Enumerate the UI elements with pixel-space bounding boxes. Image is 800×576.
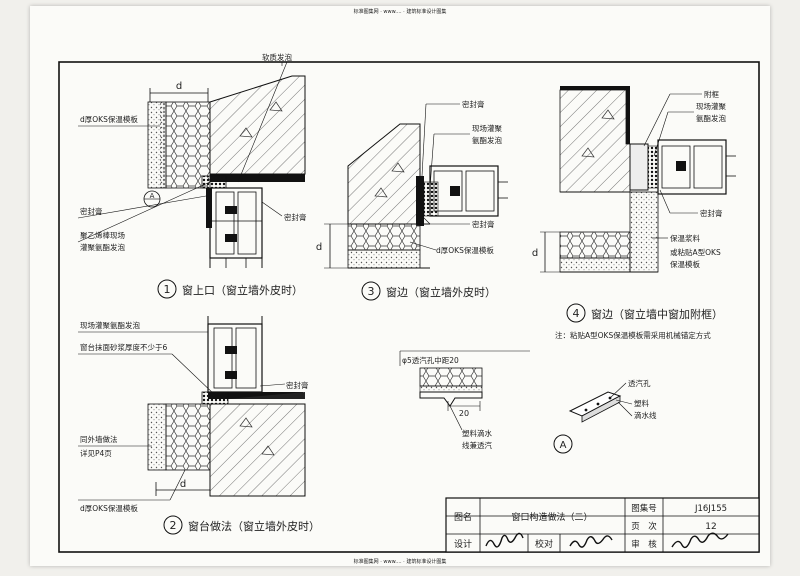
checker-signature: [569, 535, 613, 548]
detail-a-width: 20: [459, 409, 469, 418]
sheet-border: [58, 61, 760, 553]
d3-label-site-foam-1: 现场灌聚: [472, 123, 502, 133]
d1-detail-a-ref: A: [150, 192, 155, 200]
tb-atlas-no: J16J155: [694, 504, 727, 514]
tb-page-no: 12: [705, 522, 716, 532]
drawing-sheet: 标准图集网 · www.... · 建筑标准设计图集 标准图集网 · www..…: [30, 6, 770, 566]
d3-number-circle: [361, 281, 381, 301]
title-block: 图名 窗口构造做法（二） 图集号 J16J155 页 次 12 设计 校对 审 …: [445, 497, 760, 553]
d4-label-or-paste-1: 或粘贴A型OKS: [670, 247, 721, 257]
d3-label-insulation-board: d厚OKS保温模板: [436, 245, 494, 255]
designer-signature: [485, 532, 524, 548]
d1-label-sealant-right: 密封膏: [284, 212, 307, 222]
d1-dim-d: d: [176, 81, 182, 92]
construction-drawing: 标准图集网 · www.... · 建筑标准设计图集 标准图集网 · www..…: [58, 8, 760, 565]
d4-title: 窗边（窗立墙中窗加附框）: [591, 307, 723, 321]
tb-check-label: 校对: [535, 538, 553, 550]
d2-number: 2: [170, 519, 177, 532]
tb-review-label: 审 核: [631, 539, 657, 550]
d4-number: 4: [573, 307, 580, 320]
d4-label-site-foam-1: 现场灌聚: [696, 101, 726, 111]
header-strip: 标准图集网 · www.... · 建筑标准设计图集: [354, 8, 447, 15]
d1-label-pe-rod: 聚乙烯棒现场: [80, 230, 125, 240]
d3-title: 窗边（窗立墙外皮时）: [386, 285, 496, 299]
detail-3-window-jamb: d 密封膏 现场灌聚 氨酯发泡 密封膏 d厚OKS保温模板 3 窗边（窗立墙外皮…: [316, 99, 508, 301]
footer-strip: 标准图集网 · www.... · 建筑标准设计图集: [354, 558, 447, 565]
d3-label-sealant-bottom: 密封膏: [472, 219, 495, 229]
d3-label-site-foam-2: 氨酯发泡: [472, 135, 502, 145]
detail-2-window-sill: d 现场灌聚氨酯发泡 窗台抹面砂浆厚度不少于6 密封膏 同外墙做法 详见P4页 …: [78, 316, 320, 535]
d3-number: 3: [368, 285, 375, 298]
detail-a-drip-profile: φ5透汽孔中距20 20 塑料滴水 线兼透汽 透汽孔 塑料 滴水线 A: [399, 350, 657, 454]
tb-atlas-no-label: 图集号: [631, 503, 657, 514]
d2-label-same-wall: 同外墙做法: [80, 434, 118, 444]
d1-label-insulation-board: d厚OKS保温模板: [80, 114, 138, 124]
detail-a-drip-line: 滴水线: [634, 410, 657, 420]
d1-label-pu-foam: 灌聚氨酯发泡: [80, 242, 125, 252]
d4-label-or-paste-2: 保温模板: [670, 259, 700, 269]
d1-label-foam-top: 软质发泡: [262, 52, 292, 62]
d2-number-circle: [163, 515, 183, 535]
detail-a-plastic-drip-2: 线兼透汽: [462, 440, 492, 450]
detail-a-circle: [553, 434, 573, 454]
d2-label-sill-mortar: 窗台抹面砂浆厚度不少于6: [80, 342, 167, 352]
d4-label-site-foam-2: 氨酯发泡: [696, 113, 726, 123]
d4-label-sealant: 密封膏: [700, 208, 723, 218]
d1-number-circle: [157, 279, 177, 299]
d4-note: 注：粘贴A型OKS保温模板需采用机械锚定方式: [555, 330, 711, 340]
d2-label-site-foam: 现场灌聚氨酯发泡: [80, 320, 140, 330]
d2-label-insulation-board: d厚OKS保温模板: [80, 503, 138, 513]
detail-a-ref: A: [560, 440, 567, 451]
d1-title: 窗上口（窗立墙外皮时）: [182, 283, 303, 297]
d3-label-sealant-top: 密封膏: [462, 99, 485, 109]
d4-number-circle: [566, 303, 586, 323]
d4-label-sub-frame: 附框: [704, 89, 719, 99]
d2-dim-d: d: [180, 479, 186, 490]
d1-label-sealant-left: 密封膏: [80, 206, 103, 216]
tb-design-label: 设计: [454, 538, 472, 550]
tb-drawing-name-label: 图名: [454, 511, 472, 523]
tb-drawing-name: 窗口构造做法（二）: [511, 511, 592, 523]
detail-4-jamb-with-subframe: d 附框 现场灌聚 氨酯发泡 密封膏 保温浆料 或粘贴A型OKS 保温模板 4 …: [532, 86, 736, 340]
d2-title: 窗台做法（窗立墙外皮时）: [188, 519, 320, 533]
d1-number: 1: [164, 283, 171, 296]
detail-a-vent-hole-spacing: φ5透汽孔中距20: [402, 355, 459, 365]
d4-dim-d: d: [532, 248, 538, 259]
detail-1-window-head: d d厚OKS保温模板 软质发泡 密封膏 聚乙烯: [77, 52, 307, 299]
d4-label-insul-mortar: 保温浆料: [670, 233, 700, 243]
detail-a-plastic: 塑料: [634, 398, 649, 408]
detail-a-vent-hole: 透汽孔: [628, 378, 651, 388]
d2-label-sealant: 密封膏: [286, 380, 309, 390]
tb-page-label: 页 次: [631, 521, 657, 532]
d2-label-see-p4: 详见P4页: [80, 448, 112, 458]
d3-dim-d: d: [316, 242, 322, 253]
reviewer-signature: [671, 532, 729, 549]
detail-a-plastic-drip-1: 塑料滴水: [462, 428, 492, 438]
